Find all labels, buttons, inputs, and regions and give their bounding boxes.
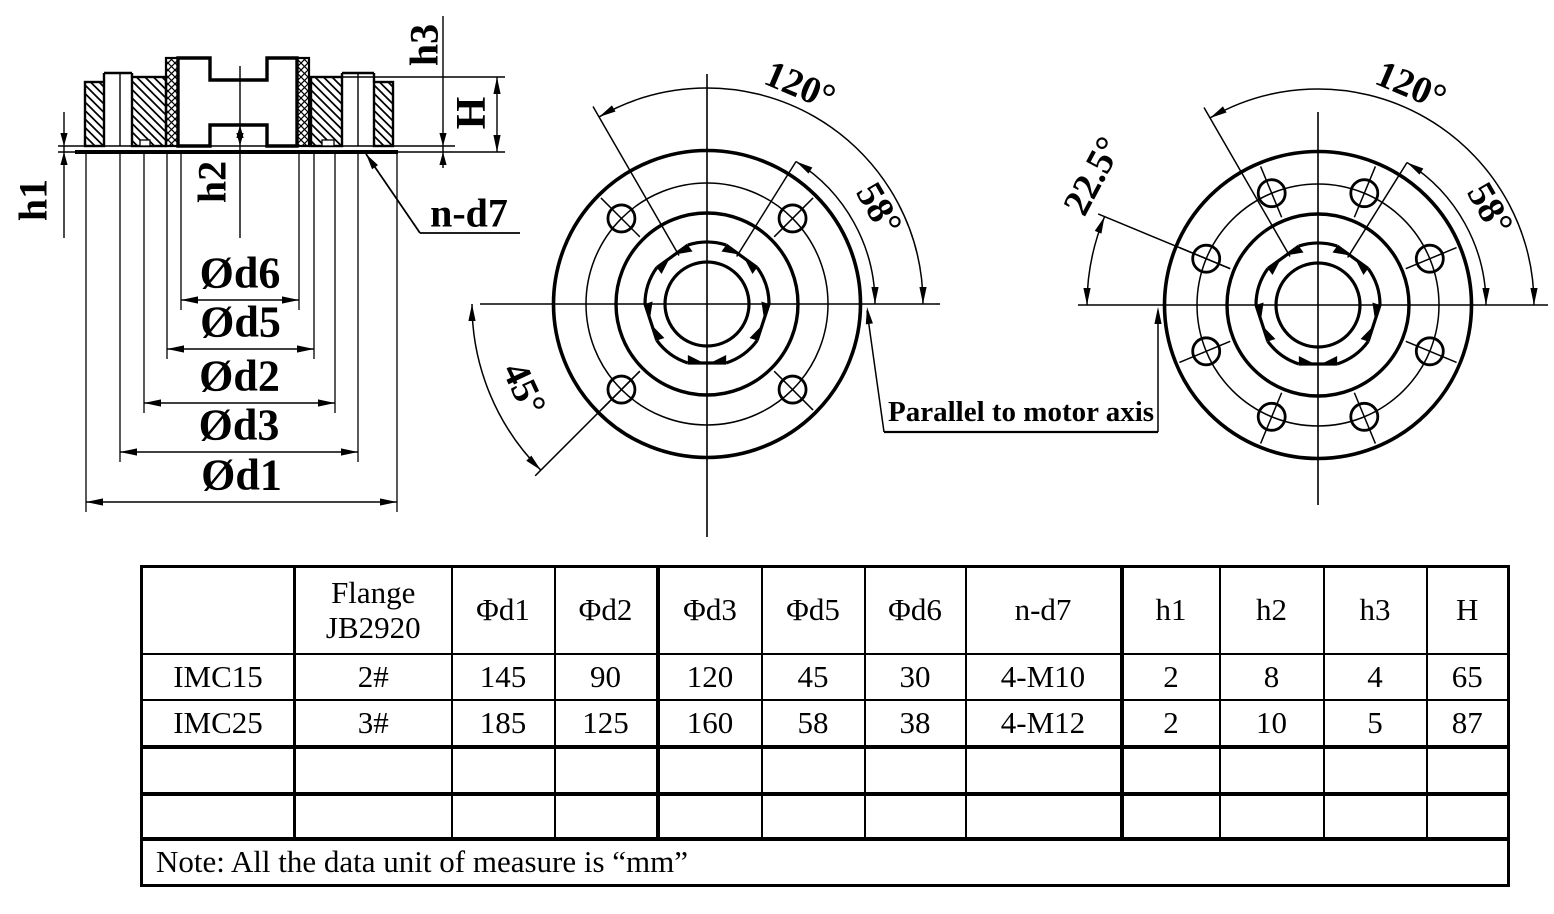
dim-label-h3: h3	[402, 24, 447, 66]
table-cell: 4	[1322, 652, 1428, 701]
note-cell: Note: All the data unit of measure is “m…	[140, 837, 1510, 887]
table-cell	[140, 792, 296, 841]
table-cell: 2	[1120, 652, 1221, 701]
table-cell	[863, 745, 967, 796]
motor-axis-callout: Parallel to motor axis	[865, 307, 1162, 434]
table-cell: 125	[553, 698, 660, 749]
table-row	[140, 792, 1510, 841]
table-cell: 145	[450, 652, 556, 701]
front-view-4hole: 120°58°45°	[468, 53, 940, 537]
table-cell	[656, 792, 763, 841]
table-cell	[1120, 792, 1221, 841]
table-cell: 185	[450, 698, 556, 749]
header-cell: h2	[1218, 565, 1325, 655]
dimension-table: Flange JB2920 Φd1 Φd2 Φd3 Φd5 Φd6 n-d7 h…	[140, 565, 1510, 887]
header-cell: Φd1	[450, 565, 556, 655]
note-row: Note: All the data unit of measure is “m…	[140, 837, 1510, 887]
table-cell	[553, 745, 660, 796]
table-cell: 2#	[293, 652, 453, 701]
dim-label: Ød2	[199, 352, 280, 401]
table-cell: 45	[760, 652, 866, 701]
table-row: IMC25 3# 185 125 160 58 38 4-M12 2 10 5 …	[140, 698, 1510, 749]
table-cell	[1322, 792, 1428, 841]
table-cell	[964, 745, 1124, 796]
dim-label-nd7: n-d7	[430, 191, 508, 236]
table-cell	[1120, 745, 1221, 796]
table-cell	[1425, 792, 1510, 841]
angle-label: 45°	[494, 356, 555, 422]
table-cell: 5	[1322, 698, 1428, 749]
table-cell	[1218, 792, 1325, 841]
table-cell: 3#	[293, 698, 453, 749]
table-cell	[964, 792, 1124, 841]
header-cell: n-d7	[964, 565, 1124, 655]
table-cell: 30	[863, 652, 967, 701]
table-cell	[450, 745, 556, 796]
table-cell: 160	[656, 698, 763, 749]
table-cell: 90	[553, 652, 660, 701]
table-cell: 2	[1120, 698, 1221, 749]
angle-label: 58°	[848, 175, 911, 242]
table-cell	[1425, 745, 1510, 796]
table-cell	[1322, 745, 1428, 796]
table-cell: 120	[656, 652, 763, 701]
dim-label-h2: h2	[190, 161, 235, 203]
table-cell	[140, 745, 296, 796]
header-cell: Flange JB2920	[293, 565, 453, 655]
angle-label: 22.5°	[1055, 130, 1130, 222]
table-cell: IMC15	[140, 652, 296, 701]
header-cell: Φd3	[656, 565, 763, 655]
dim-label: Ød3	[199, 401, 280, 450]
dim-label: Ød1	[201, 451, 282, 500]
table-cell: 58	[760, 698, 866, 749]
front-view-8hole: 120°58°22.5°	[1055, 53, 1548, 505]
header-cell: Φd6	[863, 565, 967, 655]
table-cell	[450, 792, 556, 841]
header-row: Flange JB2920 Φd1 Φd2 Φd3 Φd5 Φd6 n-d7 h…	[140, 565, 1510, 655]
table-cell: 10	[1218, 698, 1325, 749]
table-cell	[293, 792, 453, 841]
table-cell	[553, 792, 660, 841]
table-cell: 38	[863, 698, 967, 749]
angle-label: 58°	[1459, 175, 1522, 242]
header-cell: Φd5	[760, 565, 866, 655]
table-cell	[1218, 745, 1325, 796]
header-cell	[140, 565, 296, 655]
dim-label: Ød6	[200, 249, 281, 298]
table-cell	[863, 792, 967, 841]
header-cell: h3	[1322, 565, 1428, 655]
table-cell: 87	[1425, 698, 1510, 749]
table-cell	[760, 745, 866, 796]
callout-label: Parallel to motor axis	[888, 396, 1154, 428]
dim-label-h1: h1	[11, 179, 56, 221]
table-row: IMC15 2# 145 90 120 45 30 4-M10 2 8 4 65	[140, 652, 1510, 701]
dim-label-H: H	[449, 97, 495, 130]
table-cell	[656, 745, 763, 796]
table-cell	[293, 745, 453, 796]
header-cell: H	[1425, 565, 1510, 655]
dim-label: Ød5	[200, 298, 281, 347]
table-cell	[760, 792, 866, 841]
table-cell: 65	[1425, 652, 1510, 701]
header-cell: h1	[1120, 565, 1221, 655]
table-cell: 4-M12	[964, 698, 1124, 749]
table-row	[140, 745, 1510, 796]
header-cell: Φd2	[553, 565, 660, 655]
table-cell: 4-M10	[964, 652, 1124, 701]
table-cell: 8	[1218, 652, 1325, 701]
table-cell: IMC25	[140, 698, 296, 749]
